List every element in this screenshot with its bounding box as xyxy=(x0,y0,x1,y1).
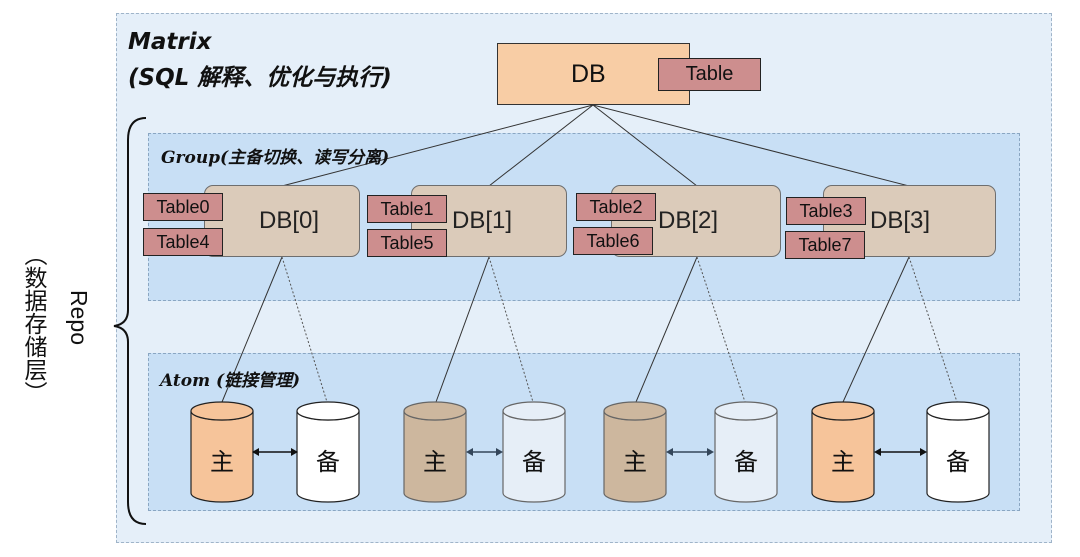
matrix-title: Matrix (SQL 解释、优化与执行) xyxy=(128,24,488,96)
matrix-subtitle: (SQL 解释、优化与执行) xyxy=(128,65,392,91)
db3-to-standby-line xyxy=(908,256,958,403)
db2-to-standby-line xyxy=(696,256,746,403)
shard-2-table-b: Table6 xyxy=(573,227,653,255)
db0-to-standby-line xyxy=(281,256,328,403)
atom-3-primary-label: 主 xyxy=(831,448,855,476)
shard-db-label: DB[2] xyxy=(658,207,719,234)
atom-2-standby-cylinder xyxy=(714,401,778,503)
root-table-tag: Table xyxy=(658,58,761,91)
root-to-db1-line xyxy=(488,104,594,187)
shard-2-table-a: Table2 xyxy=(576,193,656,221)
root-to-db0-line xyxy=(281,104,594,187)
root-to-db3-line xyxy=(592,104,910,187)
shard-0-table-a: Table0 xyxy=(143,193,223,221)
replication-arrow-1 xyxy=(466,448,503,456)
shard-db-label: DB[3] xyxy=(870,207,931,234)
replication-arrow-3 xyxy=(874,448,927,456)
shard-3-table-a: Table3 xyxy=(786,197,866,225)
root-db-label: DB xyxy=(571,59,606,88)
shard-1-table-a: Table1 xyxy=(367,195,447,223)
replication-arrow-2 xyxy=(666,448,714,456)
repo-cn-label: （数据存储层） xyxy=(20,243,46,404)
db3-to-primary-line xyxy=(842,256,910,403)
db1-to-primary-line xyxy=(435,256,490,403)
atom-title: Atom (链接管理) xyxy=(160,371,301,391)
shard-db-0: DB[0] xyxy=(204,185,360,257)
atom-panel xyxy=(148,353,1020,511)
shard-3-table-b: Table7 xyxy=(785,231,865,259)
atom-1-primary-cylinder xyxy=(403,401,467,503)
atom-0-standby-label: 备 xyxy=(316,448,340,476)
group-title: Group(主备切换、读写分离) xyxy=(161,148,390,168)
atom-3-primary-cylinder xyxy=(811,401,875,503)
shard-1-table-b: Table5 xyxy=(367,229,447,257)
shard-db-label: DB[1] xyxy=(452,207,513,234)
repo-brace xyxy=(113,117,147,525)
atom-1-standby-cylinder xyxy=(502,401,566,503)
atom-3-standby-cylinder xyxy=(926,401,990,503)
root-db-node: DB xyxy=(497,43,690,105)
db1-to-standby-line xyxy=(488,256,534,403)
shard-db-label: DB[0] xyxy=(259,207,320,234)
matrix-title-text: Matrix xyxy=(128,29,212,55)
db0-to-primary-line xyxy=(221,256,283,403)
atom-0-primary-label: 主 xyxy=(210,448,234,476)
atom-2-primary-label: 主 xyxy=(623,448,647,476)
atom-1-standby-label: 备 xyxy=(522,448,546,476)
shard-0-table-b: Table4 xyxy=(143,228,223,256)
atom-0-primary-cylinder xyxy=(190,401,254,503)
atom-2-primary-cylinder xyxy=(603,401,667,503)
root-to-db2-line xyxy=(592,104,698,187)
atom-0-standby-cylinder xyxy=(296,401,360,503)
repo-label: Repo xyxy=(66,290,92,345)
db2-to-primary-line xyxy=(635,256,698,403)
atom-2-standby-label: 备 xyxy=(734,448,758,476)
atom-1-primary-label: 主 xyxy=(423,448,447,476)
atom-3-standby-label: 备 xyxy=(946,448,970,476)
replication-arrow-0 xyxy=(252,448,298,456)
